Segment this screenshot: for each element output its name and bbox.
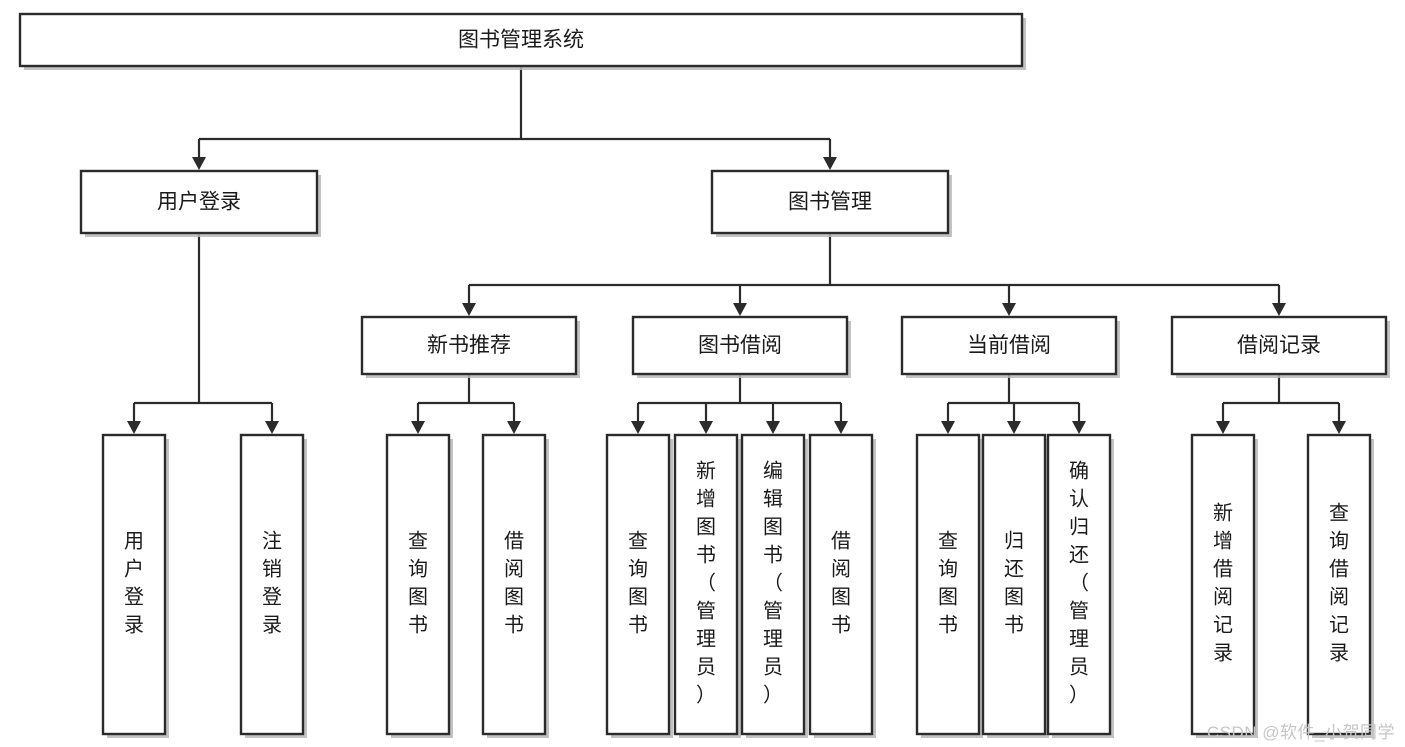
connector-group-book-borrow [631, 374, 848, 434]
node-label: 新增借阅记录 [1213, 502, 1233, 665]
node-label: 新书推荐 [427, 334, 511, 357]
node-label: 查询图书 [408, 530, 428, 637]
connector-group-current-borrow [941, 374, 1086, 434]
node-rect[interactable] [740, 433, 806, 736]
node-leaf-user-login[interactable]: 用户登录 [101, 433, 169, 738]
node-layer: 图书管理系统用户登录图书管理新书推荐图书借阅当前借阅借阅记录用户登录注销登录查询… [18, 12, 1390, 738]
node-label: 注销登录 [262, 530, 282, 637]
watermark-text: CSDN @软件_小贺同学 [1206, 723, 1395, 742]
node-rect[interactable] [631, 315, 849, 376]
connector-group-new-book-recommend [411, 374, 521, 434]
node-leaf-add-book-admin[interactable]: 新增图书（管理员） [673, 433, 741, 738]
node-label: 编辑图书（管理员） [763, 460, 783, 707]
node-rect[interactable] [18, 12, 1024, 68]
node-label: 用户登录 [157, 191, 241, 214]
node-leaf-borrow-books-2[interactable]: 借阅图书 [808, 433, 876, 738]
node-rect[interactable] [101, 433, 167, 736]
node-new-book-recommend[interactable]: 新书推荐 [360, 315, 580, 378]
node-rect[interactable] [385, 433, 451, 736]
node-label: 当前借阅 [967, 334, 1051, 357]
node-leaf-confirm-return-admin[interactable]: 确认归还（管理员） [1046, 433, 1114, 738]
node-leaf-logout[interactable]: 注销登录 [239, 433, 307, 738]
node-label: 借阅记录 [1237, 334, 1321, 357]
node-rect[interactable] [1170, 315, 1388, 376]
node-leaf-query-books-3[interactable]: 查询图书 [915, 433, 983, 738]
node-leaf-query-borrow-record[interactable]: 查询借阅记录 [1306, 433, 1374, 738]
node-leaf-query-books-2[interactable]: 查询图书 [605, 433, 673, 738]
node-label: 借阅图书 [504, 530, 524, 637]
connector-group-root [192, 66, 837, 170]
connector-group-borrow-record [1216, 374, 1346, 434]
node-label: 图书管理系统 [458, 29, 584, 52]
node-rect[interactable] [360, 315, 578, 376]
node-rect[interactable] [1306, 433, 1372, 736]
node-rect[interactable] [605, 433, 671, 736]
node-label: 查询图书 [628, 530, 648, 637]
node-label: 新增图书（管理员） [696, 460, 716, 707]
node-label: 用户登录 [124, 531, 144, 637]
node-rect[interactable] [481, 433, 547, 736]
node-rect[interactable] [1190, 433, 1256, 736]
connector-group-user-login [127, 233, 279, 434]
node-leaf-edit-book-admin[interactable]: 编辑图书（管理员） [740, 433, 808, 738]
node-root[interactable]: 图书管理系统 [18, 12, 1026, 70]
node-rect[interactable] [1046, 433, 1112, 736]
node-rect[interactable] [915, 433, 981, 736]
node-rect[interactable] [900, 315, 1118, 376]
node-leaf-add-borrow-record[interactable]: 新增借阅记录 [1190, 433, 1258, 738]
node-rect[interactable] [710, 169, 950, 235]
node-book-borrow[interactable]: 图书借阅 [631, 315, 851, 378]
node-label: 借阅图书 [831, 530, 851, 637]
connector-layer [127, 66, 1346, 434]
node-rect[interactable] [673, 433, 739, 736]
node-leaf-borrow-books-1[interactable]: 借阅图书 [481, 433, 549, 738]
node-rect[interactable] [79, 169, 319, 235]
node-label: 查询借阅记录 [1329, 502, 1349, 665]
node-label: 确认归还（管理员） [1069, 460, 1089, 707]
node-rect[interactable] [239, 433, 305, 736]
node-leaf-return-books[interactable]: 归还图书 [981, 433, 1049, 738]
node-book-management[interactable]: 图书管理 [710, 169, 952, 237]
node-user-login[interactable]: 用户登录 [79, 169, 321, 237]
node-leaf-query-books-1[interactable]: 查询图书 [385, 433, 453, 738]
node-label: 查询图书 [938, 530, 958, 637]
node-rect[interactable] [808, 433, 874, 736]
connector-group-book-management [462, 233, 1286, 316]
node-rect[interactable] [981, 433, 1047, 736]
node-label: 图书借阅 [698, 334, 782, 357]
node-current-borrow[interactable]: 当前借阅 [900, 315, 1120, 378]
node-borrow-record[interactable]: 借阅记录 [1170, 315, 1390, 378]
node-label: 归还图书 [1004, 530, 1024, 637]
node-label: 图书管理 [788, 191, 872, 214]
